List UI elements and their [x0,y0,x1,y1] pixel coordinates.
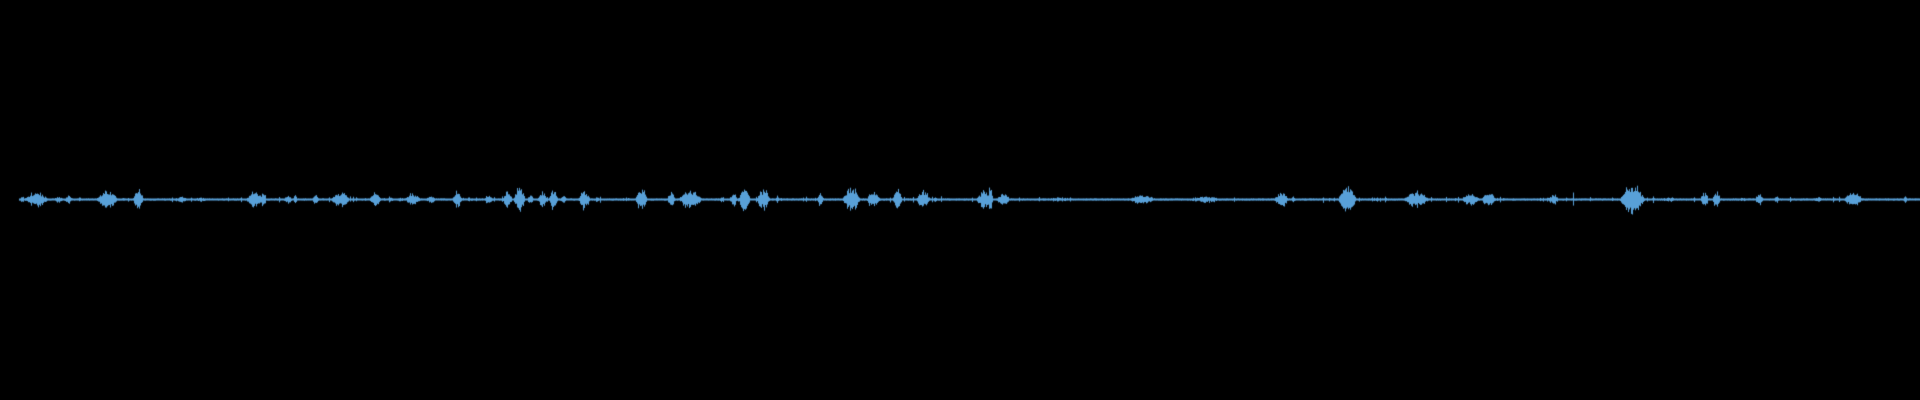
audio-waveform[interactable] [0,0,1920,400]
waveform-viewer [0,0,1920,400]
